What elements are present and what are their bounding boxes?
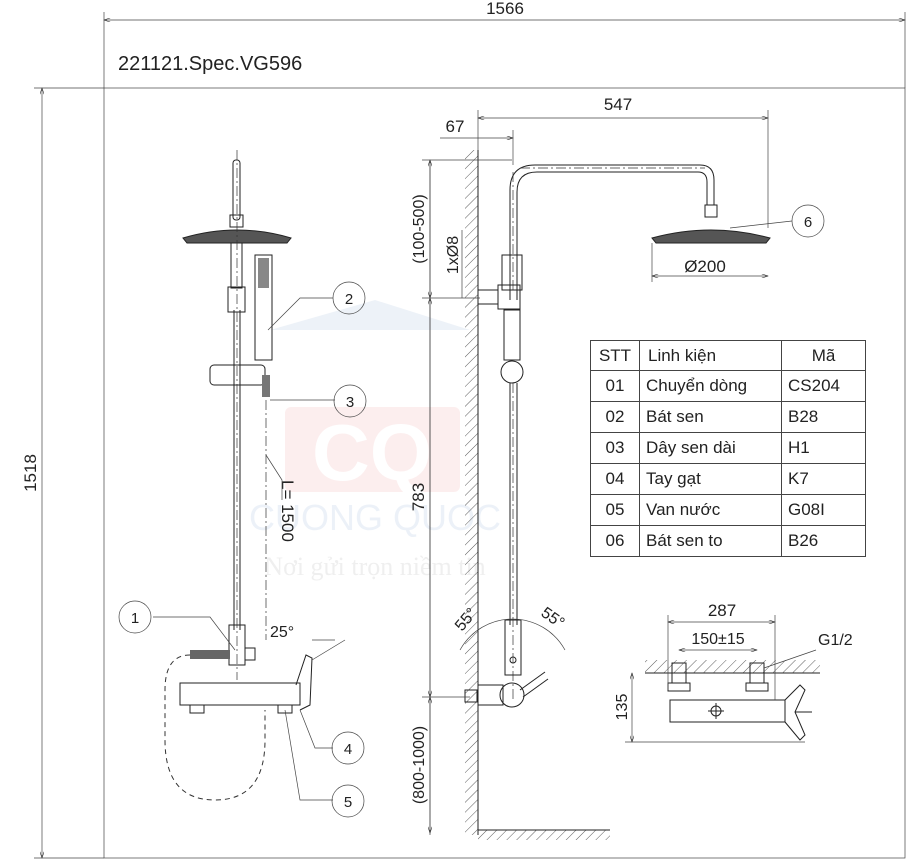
row-stt: 01 [590,370,640,402]
overall-width-label: 1566 [486,0,524,18]
svg-text:2: 2 [345,291,353,308]
arm-length-label: 547 [604,95,632,114]
svg-text:6: 6 [804,214,812,231]
row-code: H1 [781,432,866,464]
callout-3: 3 [333,384,367,418]
svg-text:5: 5 [344,794,352,811]
swing-right-label: 55° [538,604,568,632]
row-code: B28 [781,401,866,433]
valve-depth-label: 135 [614,694,631,721]
callout-6: 6 [791,204,825,238]
bottom-range-label: (800-1000) [411,726,428,804]
front-view [164,150,346,801]
top-range-label: (100-500) [411,194,428,263]
overall-height-label: 1518 [21,454,40,492]
valve-width-label: 287 [708,601,736,620]
row-stt: 05 [590,494,640,526]
watermark: CQ CUONG QUOC Nơi gửi trọn niềm tin [249,300,501,581]
row-component: Bát sen [639,401,782,433]
pole-height-label: 783 [409,483,428,511]
callout-5: 5 [331,784,365,818]
head-diameter-label: Ø200 [684,257,726,276]
valve-top-view [645,660,820,741]
row-code: B26 [781,525,866,557]
callout-1: 1 [118,600,152,634]
lever-angle-label: 25° [270,624,294,641]
inlet-spacing-label: 150±15 [691,631,744,648]
callout-4: 4 [331,731,365,765]
watermark-brand: CUONG QUOC [249,497,501,538]
header-code: Mã [781,340,866,371]
table-header-row: STT Linh kiện Mã [590,340,866,371]
row-code: G08I [781,494,866,526]
svg-text:3: 3 [346,394,354,411]
svg-text:1: 1 [131,610,139,627]
side-view [459,150,771,840]
hose-length-label: L= 1500 [278,480,297,542]
watermark-logo: CQ [312,408,432,497]
row-stt: 04 [590,463,640,495]
wall-offset-label: 67 [446,117,465,136]
row-component: Van nước [639,494,782,526]
thread-label: G1/2 [818,632,853,649]
row-code: K7 [781,463,866,495]
watermark-slogan: Nơi gửi trọn niềm tin [264,552,485,581]
row-component: Tay gạt [639,463,782,495]
callout-2: 2 [332,281,366,315]
header-component: Linh kiện [639,340,782,371]
row-stt: 06 [590,525,640,557]
svg-text:4: 4 [344,741,352,758]
row-component: Chuyển dòng [639,370,782,402]
drawing-frame [103,87,906,859]
drawing-title: 221121.Spec.VG596 [118,53,302,75]
row-component: Dây sen dài [639,432,782,464]
row-stt: 02 [590,401,640,433]
header-stt: STT [590,340,640,371]
inlet-label: 1xØ8 [445,236,462,274]
row-component: Bát sen to [639,525,782,557]
row-stt: 03 [590,432,640,464]
row-code: CS204 [781,370,866,402]
